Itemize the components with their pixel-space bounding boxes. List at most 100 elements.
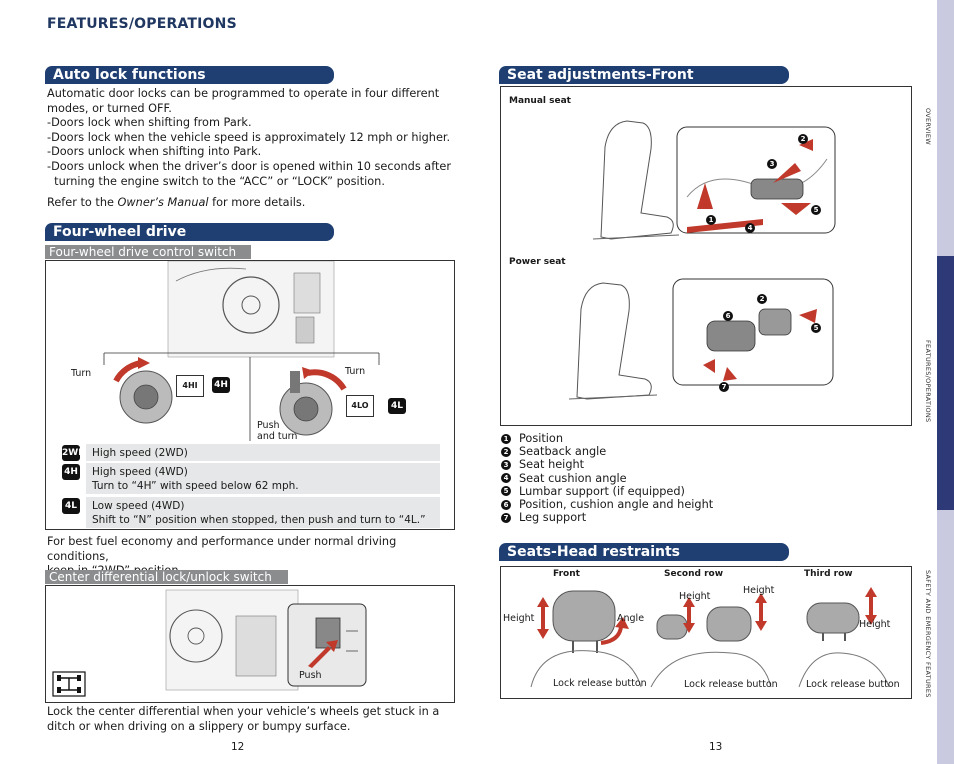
center-diff-line: ditch or when driving on a slippery or b… (47, 719, 351, 733)
refer-prefix: Refer to the (47, 196, 118, 209)
auto-lock-line: -Doors unlock when the driver’s door is … (47, 159, 452, 173)
marker-5-power: 5 (811, 323, 821, 333)
marker-2-power: 2 (757, 294, 767, 304)
legend-item: 5 Lumbar support (if equipped) (501, 485, 713, 498)
owners-manual-ref: Owner’s Manual (117, 196, 209, 209)
front-label: Front (553, 569, 580, 579)
mode-row-4l: Low speed (4WD) Shift to “N” position wh… (86, 497, 440, 528)
turn-label-right: Turn (345, 366, 366, 377)
legend-item: 1 Position (501, 432, 713, 445)
dashboard-illustration (103, 261, 380, 441)
auto-lock-line: -Doors unlock when shifting into Park. (47, 145, 262, 159)
second-row-label: Second row (664, 569, 724, 579)
mode-row-4h: High speed (4WD) Turn to “4H” with speed… (86, 463, 440, 494)
legend-item: 2 Seatback angle (501, 445, 713, 458)
auto-lock-line: Automatic door locks can be programmed t… (47, 87, 440, 100)
mode-row-2wd: High speed (2WD) (86, 444, 440, 461)
auto-lock-line: turning the engine switch to the “ACC” o… (47, 174, 385, 188)
marker-3: 3 (767, 159, 777, 169)
center-diff-illustration (52, 589, 367, 697)
power-seat-label: Power seat (509, 257, 566, 267)
auto-lock-line: -Doors lock when the vehicle speed is ap… (47, 130, 451, 144)
legend-item: 4 Seat cushion angle (501, 472, 713, 485)
marker-5: 5 (811, 205, 821, 215)
4l-icon: 4L (388, 398, 406, 414)
legend-item: 6 Position, cushion angle and height (501, 498, 713, 511)
front-angle-label: Angle (617, 613, 645, 624)
legend-item: 7 Leg support (501, 511, 713, 524)
refer-text: Refer to the Owner’s Manual for more det… (47, 196, 305, 211)
third-row-lock-release-label: Lock release button (806, 679, 900, 690)
legend-number: 4 (501, 473, 511, 484)
marker-6: 6 (723, 311, 733, 321)
seat-adjustments-title: Seat adjustments-Front (499, 66, 789, 84)
page-header: FEATURES/OPERATIONS (47, 16, 237, 32)
4l-badge: 4L (62, 498, 80, 514)
mode-row-line: Shift to “N” position when stopped, then… (92, 514, 426, 526)
four-wheel-switch-label: Four-wheel drive control switch (45, 245, 251, 259)
2wd-badge: 2WD (62, 445, 86, 461)
legend-number: 6 (501, 499, 511, 510)
center-diff-figure: Push (45, 585, 455, 703)
4h-icon: 4H (212, 377, 230, 393)
legend-number: 2 (501, 446, 511, 457)
front-lock-release-label: Lock release button (553, 678, 647, 689)
second-row-height-label-1: Height (679, 591, 711, 602)
seat-adjustments-figure: Manual seat Power seat 1 2 3 4 5 2 6 5 7 (500, 86, 912, 426)
auto-lock-title: Auto lock functions (45, 66, 334, 84)
side-tab-active (937, 256, 954, 510)
and-turn-label: and turn (257, 431, 298, 442)
legend-text: Leg support (519, 511, 587, 525)
four-wheel-figure: Turn Turn Push and turn 4HI 4H 4LO 4L 2W… (45, 260, 455, 530)
auto-lock-text: Automatic door locks can be programmed t… (47, 87, 457, 189)
side-tab-safety[interactable]: SAFETY AND EMERGENCY FEATURES (924, 570, 932, 698)
refer-suffix: for more details. (208, 196, 306, 209)
third-row-label: Third row (804, 569, 853, 579)
seat-illustration (568, 120, 836, 400)
marker-2: 2 (798, 134, 808, 144)
mode-row-line: Turn to “4H” with speed below 62 mph. (92, 480, 299, 492)
turn-label-left: Turn (71, 368, 92, 379)
push-label-diff: Push (299, 670, 322, 681)
marker-7: 7 (719, 382, 729, 392)
4lo-indicator: 4LO (346, 395, 374, 417)
side-tab-features[interactable]: FEATURES/OPERATIONS (924, 340, 932, 423)
second-row-height-label-2: Height (743, 585, 775, 596)
manual-seat-label: Manual seat (509, 96, 571, 106)
legend-text: Seat cushion angle (519, 471, 627, 485)
legend-text: Position, cushion angle and height (519, 498, 714, 512)
page-number-right: 13 (709, 741, 723, 753)
auto-lock-line: -Doors lock when shifting from Park. (47, 116, 252, 130)
marker-4: 4 (745, 223, 755, 233)
head-restraints-title: Seats-Head restraints (499, 543, 789, 561)
mode-row-line: High speed (4WD) (92, 466, 188, 478)
center-diff-line: Lock the center differential when your v… (47, 705, 440, 718)
4h-badge: 4H (62, 464, 80, 480)
center-diff-text: Lock the center differential when your v… (47, 705, 457, 734)
4hi-indicator: 4HI (176, 375, 204, 397)
center-diff-label: Center differential lock/unlock switch (45, 570, 288, 584)
legend-number: 3 (501, 460, 511, 470)
mode-row-line: Low speed (4WD) (92, 500, 185, 512)
side-tab-overview[interactable]: OVERVIEW (924, 108, 932, 146)
auto-lock-line: modes, or turned OFF. (47, 101, 172, 115)
page-number-left: 12 (231, 741, 245, 753)
legend-text: Lumbar support (if equipped) (519, 484, 685, 498)
push-label: Push (257, 420, 280, 431)
legend-text: Position (519, 432, 563, 445)
front-height-label: Height (503, 613, 535, 624)
push-and-turn-label: Push and turn (257, 420, 297, 442)
legend-number: 1 (501, 433, 511, 444)
legend-number: 5 (501, 486, 511, 497)
note-line: For best fuel economy and performance un… (47, 535, 397, 563)
third-row-height-label: Height (859, 619, 891, 630)
legend-number: 7 (501, 512, 511, 523)
head-restraint-illustration (530, 587, 890, 688)
mode-row-line: High speed (2WD) (92, 447, 188, 459)
legend-text: Seatback angle (519, 445, 607, 459)
head-restraints-figure: Front Second row Third row Height Angle … (500, 566, 912, 699)
marker-1: 1 (706, 215, 716, 225)
four-wheel-title: Four-wheel drive (45, 223, 334, 241)
